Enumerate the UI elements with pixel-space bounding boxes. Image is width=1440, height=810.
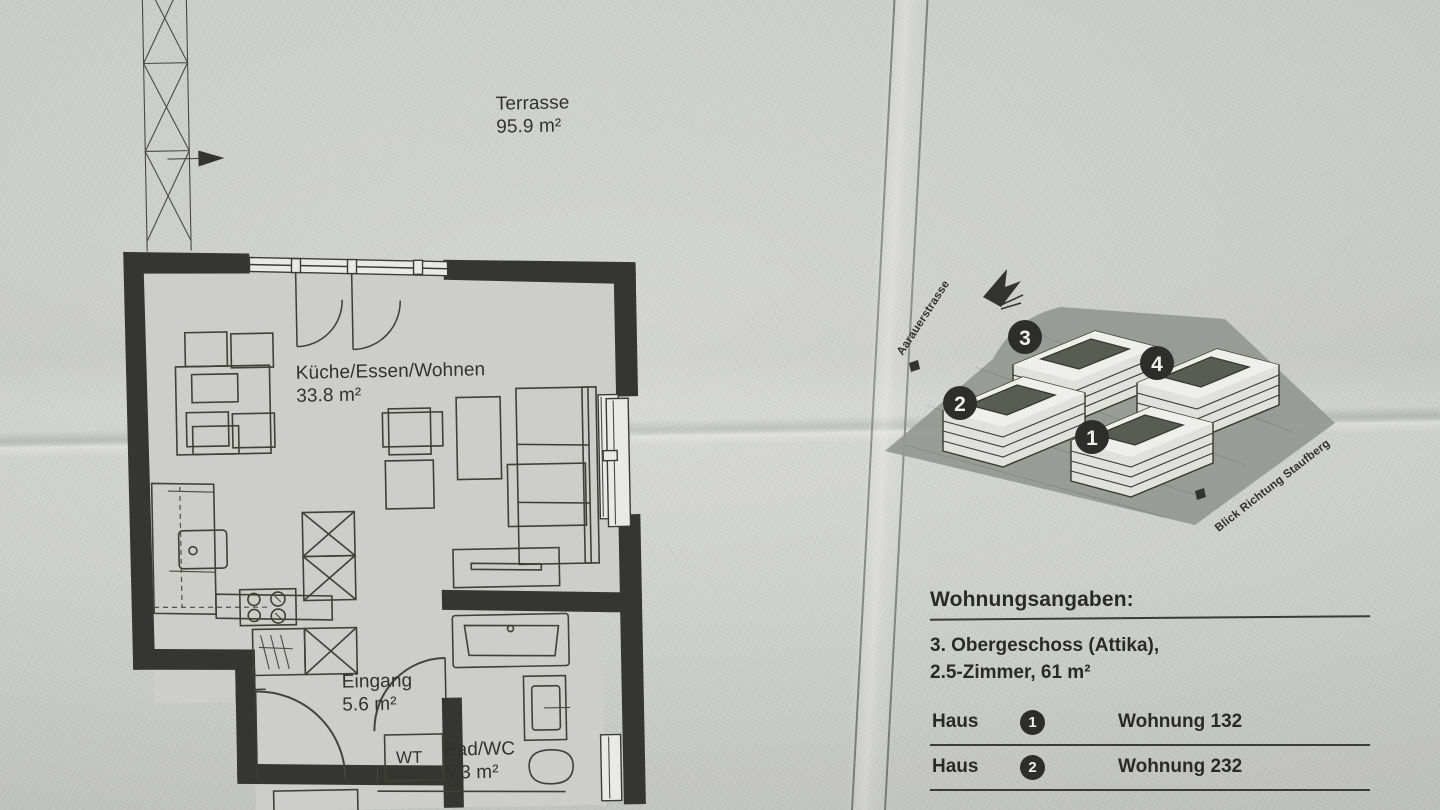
lounge-chair xyxy=(506,462,588,528)
site-plot-texture xyxy=(904,328,1296,518)
row-apartment: Wohnung 132 xyxy=(1116,700,1370,746)
wall-bath-top xyxy=(441,589,625,613)
wall-left-jog xyxy=(132,648,256,702)
shelving-symbol xyxy=(258,634,293,670)
eingang-area: 5.6 m² xyxy=(342,693,397,716)
mirror-cabinet xyxy=(452,546,561,589)
terrasse-area: 95.9 m² xyxy=(496,115,562,138)
toilet xyxy=(528,749,574,785)
house-number-badge: 2 xyxy=(1020,754,1045,780)
house-number-badge: 1 xyxy=(1020,709,1045,735)
upper-cabinets xyxy=(154,486,271,608)
dining-chair xyxy=(190,372,239,404)
bath-window xyxy=(599,733,623,802)
bad-name: Bad/WC xyxy=(443,738,516,761)
bathtub xyxy=(451,612,570,669)
building-2 xyxy=(942,376,1086,468)
site-badge-3-text: 3 xyxy=(1019,327,1031,350)
apartment-floor-fill xyxy=(141,265,633,810)
sofa xyxy=(381,411,444,448)
street-marker-west xyxy=(909,360,920,372)
row-apartment: Wohnung 232 xyxy=(1116,744,1370,791)
dining-chair xyxy=(231,412,276,449)
dining-chair xyxy=(185,411,230,448)
wall-entrance-bottom xyxy=(237,763,378,786)
wohnen-name: Küche/Essen/Wohnen xyxy=(295,359,486,384)
kitchen-sink xyxy=(177,529,229,570)
lower-rooms-partial xyxy=(272,788,566,810)
site-badge-1-text: 1 xyxy=(1086,427,1098,450)
side-table xyxy=(384,459,435,510)
washbasin xyxy=(522,674,571,742)
coffee-table xyxy=(455,395,503,481)
site-badge-4-text: 4 xyxy=(1151,353,1163,376)
wall-left xyxy=(123,251,156,670)
row-haus-badge: 2 xyxy=(1018,744,1116,791)
dining-set xyxy=(174,331,276,456)
site-badge-1: 1 xyxy=(1075,420,1109,454)
direction-arrow-icon xyxy=(167,150,225,167)
row-haus-label: Haus xyxy=(930,744,1018,791)
wall-right-lower xyxy=(618,514,646,805)
site-badge-2-text: 2 xyxy=(954,393,966,416)
wall-right-upper xyxy=(613,264,639,397)
terrasse-name: Terrasse xyxy=(495,92,570,115)
armchair xyxy=(387,407,432,456)
wohnen-area: 33.8 m² xyxy=(296,384,362,407)
dining-chair xyxy=(229,332,275,369)
site-badge-4: 4 xyxy=(1140,346,1174,380)
entrance-door xyxy=(254,688,347,780)
wall-top-right xyxy=(443,259,636,285)
cabinet-column xyxy=(251,510,359,677)
wall-top-left xyxy=(123,251,250,274)
wt-label: WT xyxy=(395,747,423,768)
info-rooms-line: 2.5-Zimmer, 61 m² xyxy=(930,661,1091,683)
site-badge-2: 2 xyxy=(943,386,977,420)
dining-chair xyxy=(183,331,229,368)
kitchen-block xyxy=(150,482,359,677)
sofa-long xyxy=(515,386,601,566)
site-plan: 3 4 2 1 Aarauerstrasse Blick Richtung St… xyxy=(865,255,1365,565)
table-row: Haus 2 Wohnung 232 xyxy=(930,744,1370,791)
bad-area: 5,3 m² xyxy=(444,761,499,784)
terrace-door-assembly xyxy=(248,256,449,351)
site-badge-3: 3 xyxy=(1008,320,1042,354)
balustrade-symbol xyxy=(140,0,192,252)
wt-appliance xyxy=(383,733,445,782)
seating-group xyxy=(381,386,601,566)
apartment-info-panel: Wohnungsangaben: 3. Obergeschoss (Attika… xyxy=(929,588,1371,791)
info-heading: Wohnungsangaben: xyxy=(930,588,1134,611)
sliding-window-right xyxy=(597,393,632,528)
north-arrow-icon xyxy=(983,269,1024,310)
table-row: Haus 1 Wohnung 132 xyxy=(930,700,1370,746)
row-haus-badge: 1 xyxy=(1018,700,1116,746)
street-marker-east xyxy=(1195,488,1206,500)
dining-chair xyxy=(191,424,240,456)
row-haus-label: Haus xyxy=(930,700,1018,746)
wall-entrance-left xyxy=(235,669,258,782)
info-floor-line: 3. Obergeschoss (Attika), xyxy=(930,635,1160,656)
apartment-table: Haus 1 Wohnung 132 Haus 2 Wohnung 232 xyxy=(930,700,1370,791)
eingang-name: Eingang xyxy=(341,670,413,693)
cooktop xyxy=(238,587,298,627)
info-heading-rule xyxy=(929,615,1371,621)
bathroom-fixtures xyxy=(373,546,623,802)
